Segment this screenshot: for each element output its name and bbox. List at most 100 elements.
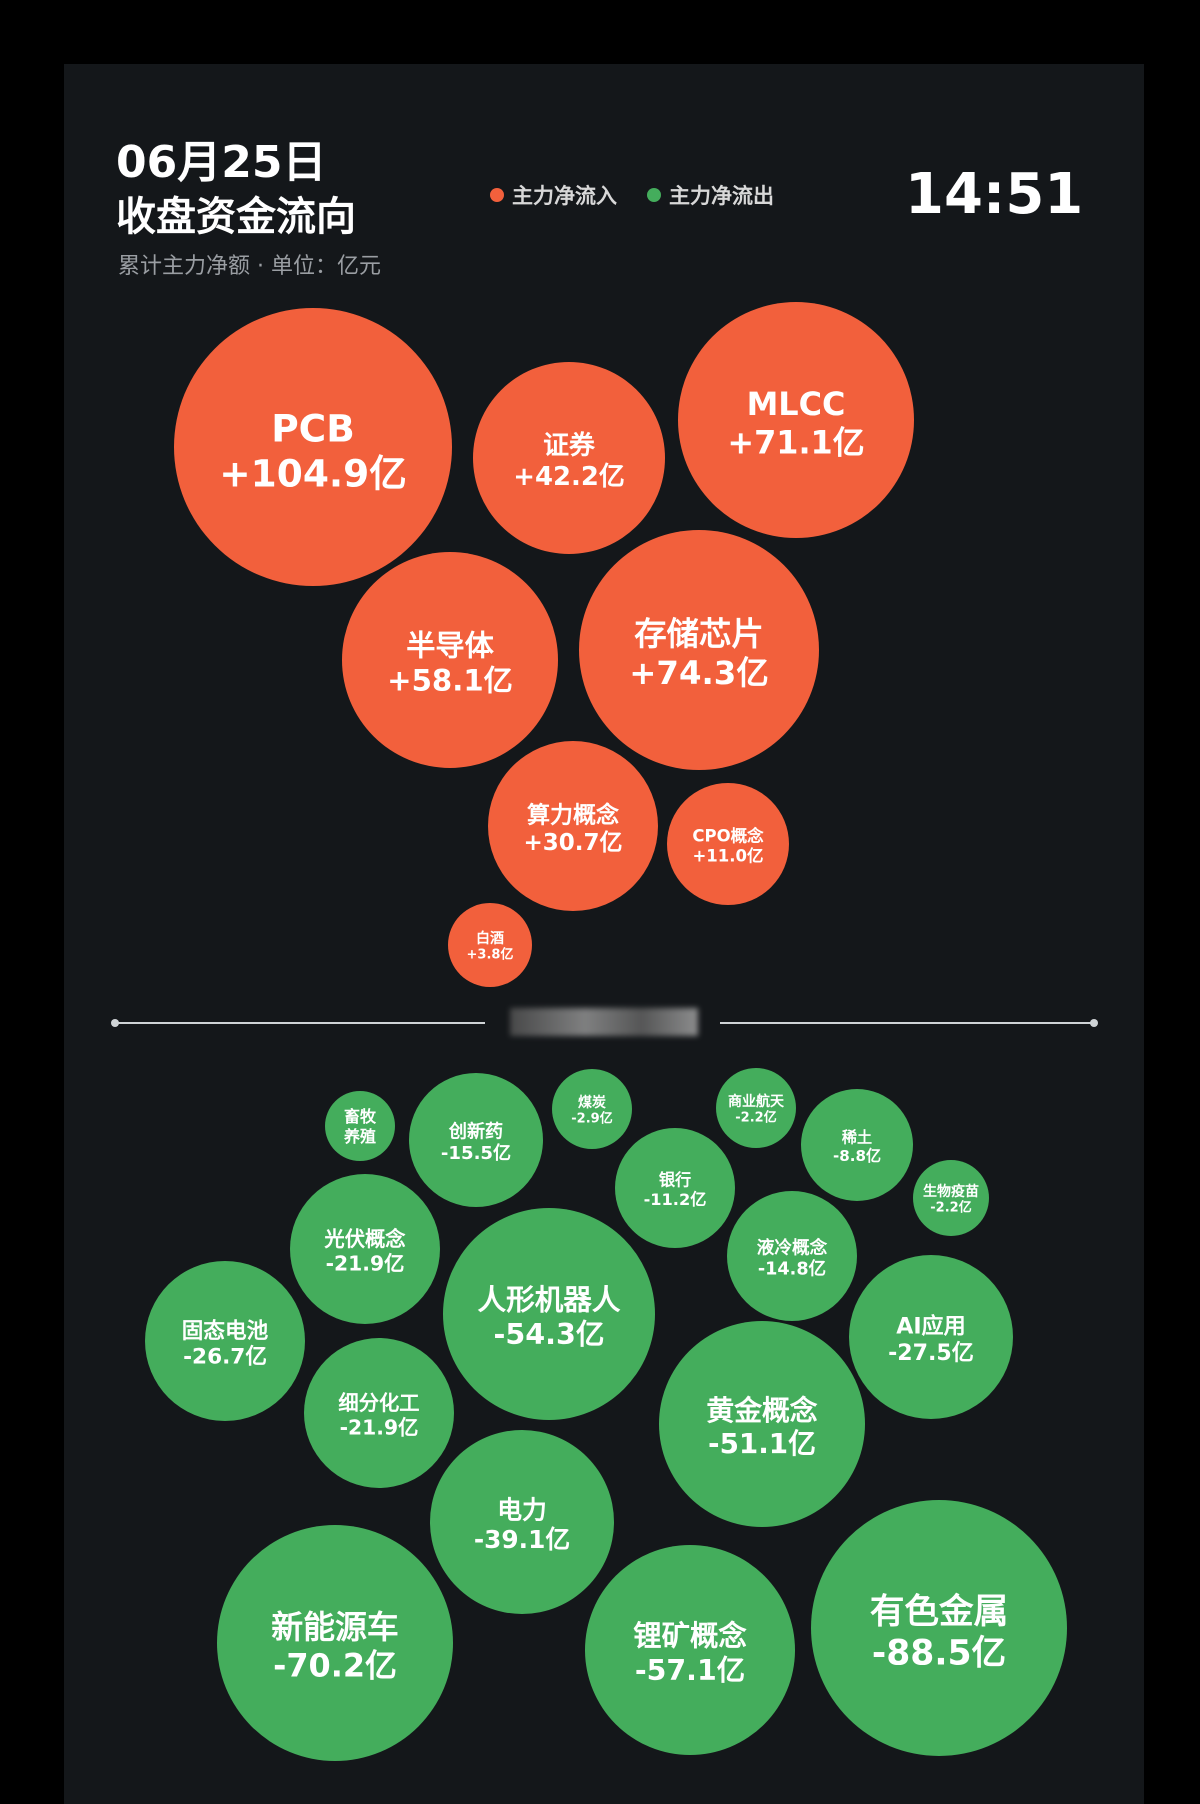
bubble-inflow-7: 白酒+3.8亿 [448,903,532,987]
bubble-label: 商业航天 [728,1093,785,1110]
bubble-inflow-2: MLCC+71.1亿 [678,302,914,538]
divider-right [720,1022,1094,1024]
legend-inflow: 主力净流入 [490,180,617,210]
bubble-circle [667,783,789,905]
bubble-label: 畜牧 [344,1107,377,1126]
bubble-label: 生物疫苗 [923,1183,979,1200]
bubble-label: PCB [271,406,355,450]
bubble-outflow-10: 煤炭-2.9亿 [552,1069,632,1149]
bubble-value: -39.1亿 [474,1525,570,1554]
bubble-value: -14.8亿 [758,1258,826,1279]
bubble-value: -15.5亿 [441,1142,511,1164]
bubble-label: 固态电池 [182,1318,269,1344]
bubble-label: 液冷概念 [757,1237,828,1258]
bubble-circle [290,1174,440,1324]
bubble-value: +11.0亿 [692,845,763,865]
bubble-value: +3.8亿 [467,947,514,963]
bubble-circle [145,1261,305,1421]
bubble-label: 细分化工 [338,1391,419,1415]
bubble-inflow-3: 半导体+58.1亿 [342,552,558,768]
bubble-inflow-5: 算力概念+30.7亿 [488,741,658,911]
bubble-value: -88.5亿 [872,1633,1006,1673]
bubble-value: -70.2亿 [273,1646,397,1684]
bubble-label: MLCC [747,385,846,423]
bubble-outflow-17: 人形机器人-54.3亿 [443,1208,655,1420]
bubble-outflow-12: 稀土-8.8亿 [801,1089,913,1201]
bubble-outflow-24: 锂矿概念-57.1亿 [585,1545,795,1755]
bubble-value: -57.1亿 [635,1654,745,1687]
bubble-outflow-18: 固态电池-26.7亿 [145,1261,305,1421]
bubble-value: -54.3亿 [493,1317,604,1351]
bubble-circle [801,1089,913,1201]
bubble-label: 光伏概念 [323,1227,406,1251]
bubble-outflow-25: 有色金属-88.5亿 [811,1500,1067,1756]
bubble-label: 存储芯片 [634,615,764,653]
bubble-circle [552,1069,632,1149]
bubble-circle [174,308,452,586]
bubble-label: 养殖 [343,1127,376,1146]
bubble-label: 稀土 [842,1129,872,1147]
bubble-label: 证券 [543,431,596,461]
bubble-inflow-0: PCB+104.9亿 [174,308,452,586]
bubble-circle [727,1191,857,1321]
bubble-circle [473,362,665,554]
bubble-circle [430,1430,614,1614]
bubble-circle [217,1525,453,1761]
bubble-outflow-16: 液冷概念-14.8亿 [727,1191,857,1321]
bubble-circle [849,1255,1013,1419]
bubble-outflow-14: 生物疫苗-2.2亿 [913,1160,989,1236]
bubble-value: +30.7亿 [523,830,622,856]
bubble-circle [579,530,819,770]
legend-outflow: 主力净流出 [647,180,774,210]
bubble-outflow-23: 新能源车-70.2亿 [217,1525,453,1761]
chart-subtitle: 累计主力净额 · 单位：亿元 [118,254,381,279]
bubble-outflow-20: 细分化工-21.9亿 [304,1338,454,1488]
bubble-value: -2.2亿 [735,1110,776,1126]
bubble-circle [716,1068,796,1148]
bubble-value: -51.1亿 [708,1427,816,1460]
legend-inflow-label: 主力净流入 [512,184,617,208]
bubble-label: 白酒 [476,930,504,947]
bubble-label: 半导体 [406,629,494,663]
bubble-label: 算力概念 [527,802,619,829]
bubble-circle [409,1073,543,1207]
bubble-label: CPO概念 [692,826,764,846]
bubble-circle [811,1500,1067,1756]
bubble-circle [325,1091,395,1161]
legend: 主力净流入 主力净流出 [490,180,774,210]
inflow-dot-icon [490,188,504,202]
bubble-inflow-1: 证券+42.2亿 [473,362,665,554]
bubble-label: 创新药 [448,1120,503,1142]
bubble-circle [678,302,914,538]
bubble-circle [913,1160,989,1236]
bubble-value: -21.9亿 [326,1251,405,1275]
bubble-label: 煤炭 [578,1094,606,1111]
bubble-inflow-4: 存储芯片+74.3亿 [579,530,819,770]
bubble-circle [488,741,658,911]
bubble-value: +42.2亿 [513,462,624,492]
bubble-value: -2.2亿 [930,1200,971,1216]
bubble-label: 银行 [659,1171,691,1190]
bubble-value: +58.1亿 [387,664,513,698]
bubble-value: -26.7亿 [183,1345,267,1370]
divider-left [115,1022,485,1024]
bubble-label: AI应用 [896,1314,966,1340]
outflow-dot-icon [647,188,661,202]
bubble-value: -2.9亿 [571,1111,612,1127]
time-label: 14:51 [905,162,1084,227]
bubble-value: -11.2亿 [644,1190,707,1209]
bubble-outflow-21: 黄金概念-51.1亿 [659,1321,865,1527]
bubble-value: -21.9亿 [340,1415,419,1439]
divider-right-cap [1090,1019,1098,1027]
bubble-outflow-22: 电力-39.1亿 [430,1430,614,1614]
bubble-circle [304,1338,454,1488]
date-label: 06月25日 [116,137,327,188]
bubble-inflow-6: CPO概念+11.0亿 [667,783,789,905]
bubble-outflow-11: 商业航天-2.2亿 [716,1068,796,1148]
bubble-label: 新能源车 [271,1608,399,1646]
bubble-label: 锂矿概念 [633,1620,747,1653]
chart-title: 收盘资金流向 [116,194,356,240]
bubble-label: 电力 [497,1495,547,1524]
bubble-label: 黄金概念 [706,1394,817,1427]
